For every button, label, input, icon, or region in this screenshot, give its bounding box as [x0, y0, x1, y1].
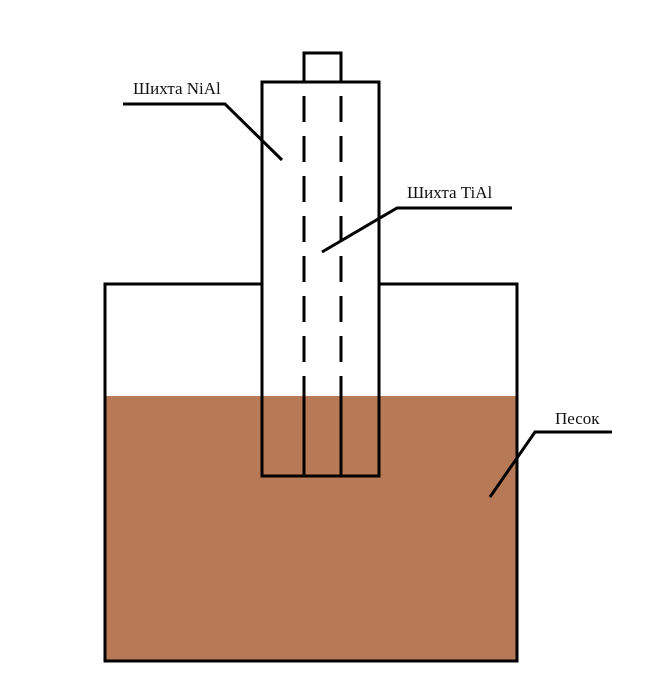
label-sand: Песок [555, 409, 600, 428]
leader-tial [321, 206, 512, 254]
leader-nial [123, 102, 284, 162]
container [103, 282, 519, 663]
leader-sand [488, 430, 612, 498]
sand-fill [105, 396, 517, 661]
label-tial: Шихта TiAl [407, 183, 493, 202]
label-nial: Шихта NiAl [133, 79, 221, 98]
inner-tube-top [302, 51, 343, 82]
outer-tube-nial [260, 80, 381, 478]
